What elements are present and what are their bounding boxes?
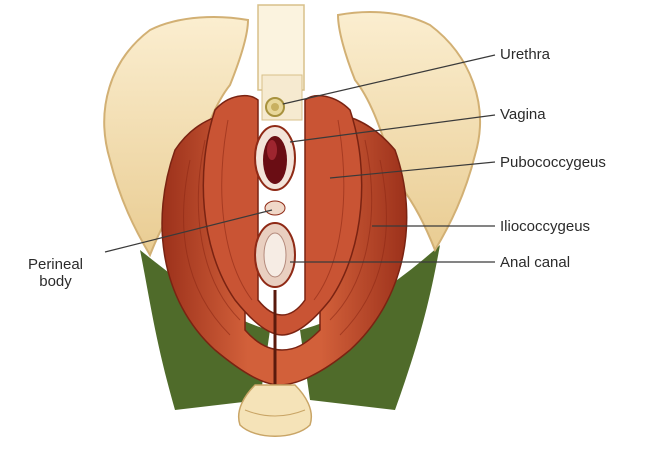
label-urethra: Urethra [500, 46, 550, 63]
perineal-body [265, 201, 285, 215]
label-iliococcygeus: Iliococcygeus [500, 218, 590, 235]
label-vagina: Vagina [500, 106, 546, 123]
label-anal-canal: Anal canal [500, 254, 570, 271]
label-perineal-body: Perineal body [8, 256, 103, 290]
coccyx [239, 385, 312, 436]
label-pubococcygeus: Pubococcygeus [500, 154, 606, 171]
